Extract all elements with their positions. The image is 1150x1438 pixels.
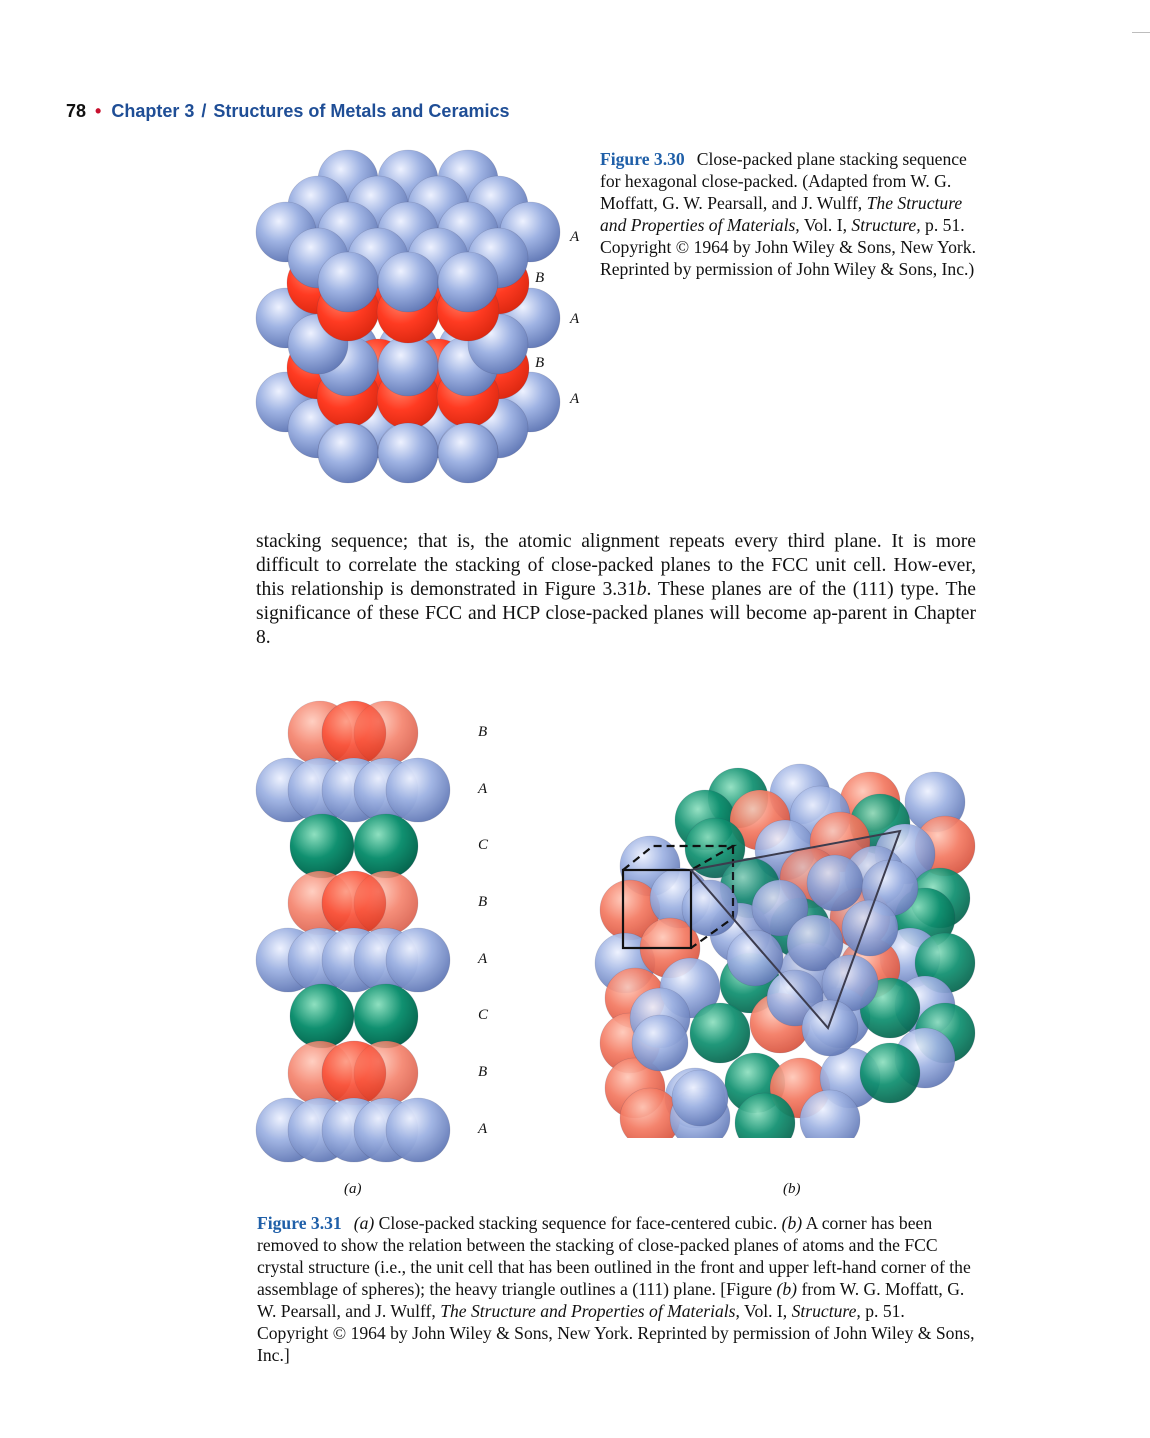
atom-sphere [859, 1042, 921, 1104]
figure-3-31b-fcc-cube [594, 763, 976, 1138]
figure-label: Figure 3.31 [257, 1213, 342, 1233]
atom-sphere [671, 1069, 729, 1127]
atom-sphere [385, 1097, 451, 1163]
layer-label: C [478, 837, 489, 853]
body-text-part: . These planes are of the (111) type. Th… [256, 579, 976, 648]
layer-label: B [478, 724, 487, 740]
caption-ref: (b) [781, 1213, 803, 1233]
atom-sphere [385, 927, 451, 993]
atom-sphere [321, 700, 387, 766]
atom-sphere [321, 1040, 387, 1106]
layer-label: A [477, 1121, 488, 1137]
layer-label: A [569, 311, 580, 327]
figure-3-30-hcp-stacking: A B A B A [255, 149, 580, 484]
layer-label: A [569, 391, 580, 407]
body-paragraph: stacking sequence; that is, the atomic a… [256, 530, 976, 650]
atom-sphere [377, 335, 439, 397]
figure-label: Figure 3.30 [600, 149, 685, 169]
caption-text: Vol. I, [803, 215, 847, 235]
caption-text: p. 51. Copyright © 1964 by John Wiley & … [600, 215, 976, 279]
layer-label: C [478, 1007, 489, 1023]
book-title: The Structure and Properties of Material… [440, 1301, 736, 1321]
running-header: 78 • Chapter 3 / Structures of Metals and Ce… [66, 101, 510, 122]
atom-sphere [726, 929, 784, 987]
atom-sphere [353, 813, 419, 879]
atom-sphere [289, 813, 355, 879]
atom-sphere [437, 422, 499, 484]
book-title: The Structure and Properties of Material… [600, 193, 963, 235]
subfigure-label-b: (b) [783, 1181, 801, 1197]
layer-label: A [477, 951, 488, 967]
plane-111-triangle [689, 829, 902, 1030]
caption-text: A corner has been removed to show the re… [257, 1213, 971, 1299]
volume-title: Structure, [791, 1301, 861, 1321]
atom-sphere [437, 251, 499, 313]
atom-sphere [289, 983, 355, 1049]
atom-sphere [385, 757, 451, 823]
header-bullet: • [95, 101, 102, 121]
atom-sphere [786, 914, 844, 972]
atom-sphere [681, 879, 739, 937]
layer-label: A [477, 781, 488, 797]
volume-title: Structure, [851, 215, 921, 235]
subfigure-label-a: (a) [344, 1181, 362, 1197]
chapter-title: Structures of Metals and Ceramics [213, 101, 510, 121]
atom-sphere [317, 251, 379, 313]
figure-3-31a-fcc-stacking: B A C B A C B A [255, 700, 489, 1163]
body-text-part: stacking sequence; that is, the atomic a… [256, 531, 976, 600]
caption-text: from W. G. Moffatt, G. W. Pearsall, and … [257, 1279, 965, 1321]
layer-label: A [569, 229, 580, 245]
header-separator: / [201, 101, 207, 121]
atom-sphere [751, 879, 809, 937]
caption-text: p. 51. Copyright © 1964 by John Wiley & … [257, 1301, 975, 1365]
corner-mark [1132, 32, 1150, 33]
layer-label: B [535, 355, 544, 371]
caption-ref: (a) [353, 1213, 375, 1233]
atom-sphere [841, 899, 899, 957]
caption-text: Close-packed stacking sequence for face-… [378, 1213, 778, 1233]
atom-sphere [377, 251, 439, 313]
atom-sphere [734, 1092, 796, 1138]
caption-text: Close-packed plane stacking sequence for… [600, 149, 967, 213]
layer-label: B [478, 894, 487, 910]
atom-sphere [799, 1089, 861, 1138]
page-number: 78 [66, 101, 87, 121]
atom-sphere [321, 870, 387, 936]
atom-sphere [689, 1002, 751, 1064]
layer-label: B [478, 1064, 487, 1080]
atom-sphere [631, 1014, 689, 1072]
atom-sphere [353, 983, 419, 1049]
caption-ref: (b) [776, 1279, 798, 1299]
atom-sphere [317, 422, 379, 484]
chapter-label: Chapter 3 [111, 101, 195, 121]
layer-label: B [535, 270, 544, 286]
figure-ref-letter: b [636, 579, 647, 600]
figure-3-31-caption: Figure 3.31 (a) Close-packed stacking seq… [257, 1212, 977, 1366]
atom-sphere [377, 422, 439, 484]
caption-text: , Vol. I, [735, 1301, 788, 1321]
